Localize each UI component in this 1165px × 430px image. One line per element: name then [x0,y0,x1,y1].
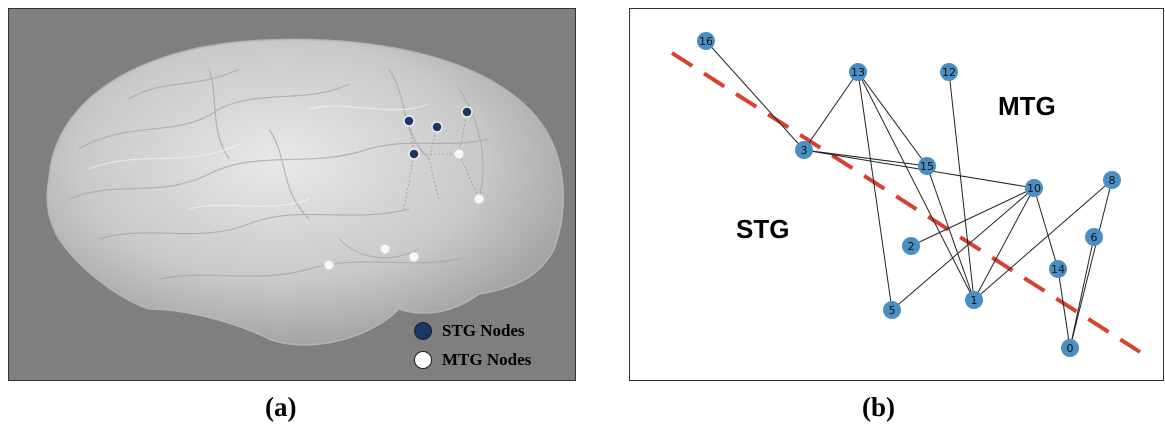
node-15 [918,157,936,175]
edge-16-3 [705,40,805,151]
edge-8-1 [973,179,1113,301]
node-3 [795,141,813,159]
node-label-2: 2 [908,240,915,253]
stg-swatch [414,322,432,340]
edge-3-13 [803,71,859,151]
node-13 [849,63,867,81]
edge-13-5 [857,71,893,311]
legend-label-stg: STG Nodes [442,321,525,340]
node-1 [965,291,983,309]
edge-14-0 [1057,268,1071,349]
edge-13-15 [857,71,928,167]
brain-surface [46,38,564,346]
edges [705,40,1113,349]
edge-10-5 [891,187,1035,311]
edge-8-0 [1069,179,1113,349]
legend-label-mtg: MTG Nodes [442,350,532,369]
caption-b: (b) [862,392,895,422]
node-label-14: 14 [1051,263,1065,276]
node-16 [697,32,715,50]
node-5 [883,301,901,319]
node-label-10: 10 [1027,182,1041,195]
edge-10-2 [910,187,1035,247]
edge-3-15 [803,149,928,167]
node-label-16: 16 [699,35,713,48]
mtg-swatch [414,351,432,369]
edge-13-1 [857,71,975,301]
mtg-electrodes [323,148,485,271]
brain-panel: STG Nodes MTG Nodes [8,8,576,381]
brain-illustration [46,38,564,346]
divider-line [670,51,1142,354]
edge-10-1 [973,187,1035,301]
stg-electrodes [403,106,473,160]
node-12 [940,63,958,81]
node-label-0: 0 [1067,342,1074,355]
node-label-15: 15 [920,160,934,173]
node-6 [1085,228,1103,246]
node-label-13: 13 [851,66,865,79]
legend-item-stg: STG Nodes [414,321,525,341]
node-10 [1025,179,1043,197]
node-label-3: 3 [801,144,808,157]
node-label-1: 1 [971,294,978,307]
node-0 [1061,339,1079,357]
edge-6-0 [1069,236,1095,349]
node-8 [1103,171,1121,189]
node-14 [1049,260,1067,278]
edge-15-1 [926,165,975,301]
node-label-6: 6 [1091,231,1098,244]
caption-a: (a) [265,392,297,422]
node-label-12: 12 [942,66,956,79]
legend-item-mtg: MTG Nodes [414,350,531,370]
region-label-stg: STG [736,214,790,244]
edge-10-14 [1033,187,1059,270]
region-label-mtg: MTG [998,91,1056,121]
node-label-5: 5 [889,304,896,317]
node-2 [902,237,920,255]
edge-12-1 [948,71,975,301]
node-label-8: 8 [1109,174,1116,187]
